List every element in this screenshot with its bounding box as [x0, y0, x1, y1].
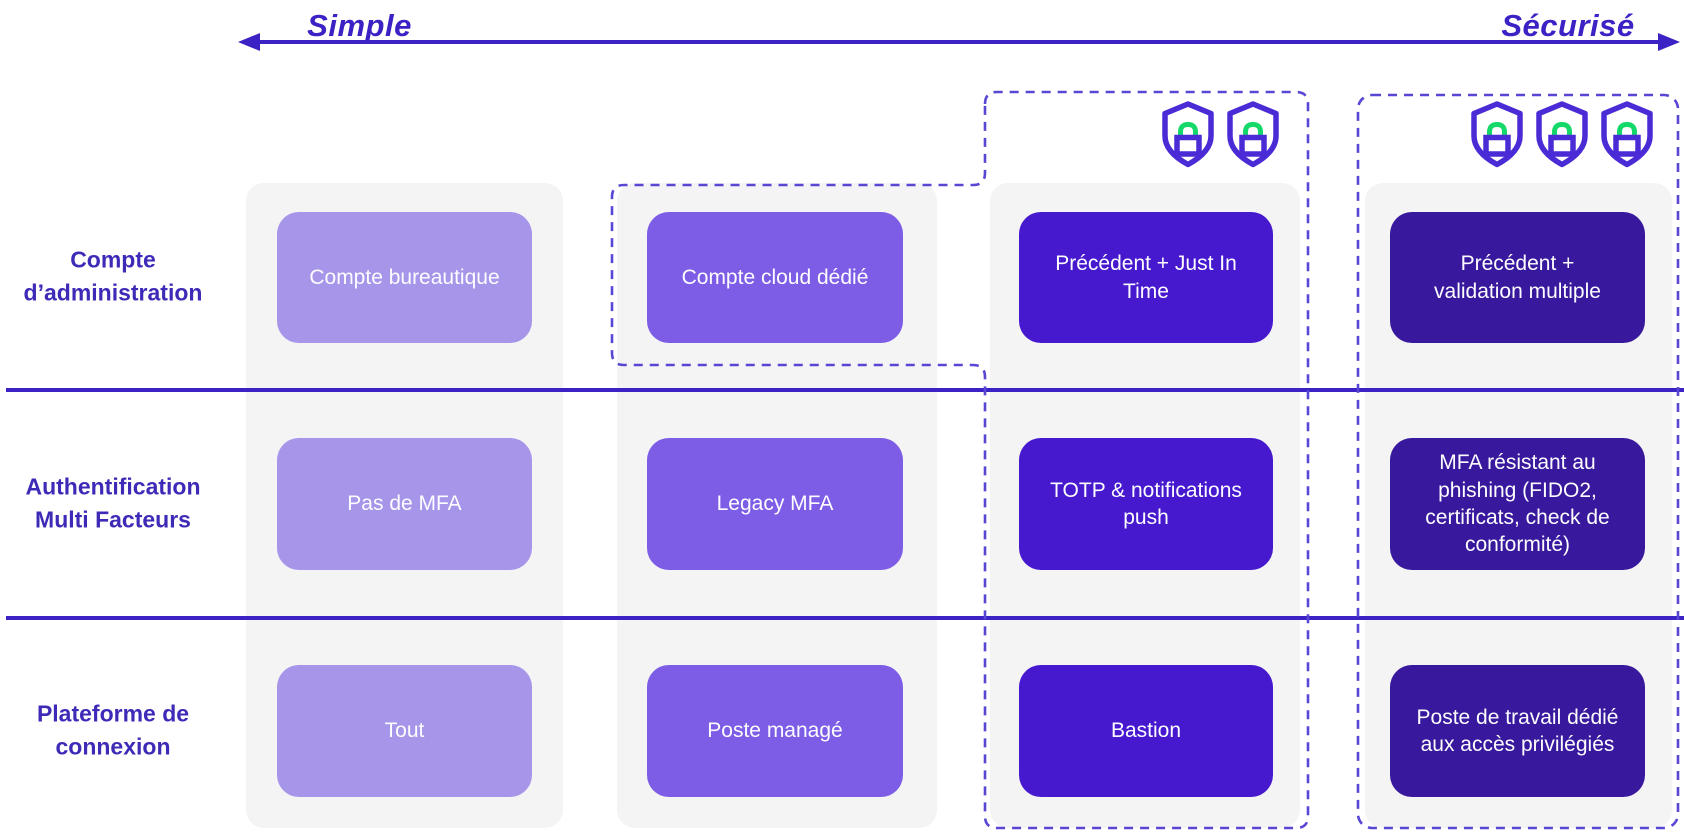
- cell-r2-c2: Legacy MFA: [647, 438, 903, 570]
- cell-r3-c3: Bastion: [1019, 665, 1273, 797]
- cell-r2-c1: Pas de MFA: [277, 438, 532, 570]
- cell-r2-c4: MFA résistant au phishing (FIDO2, certif…: [1390, 438, 1645, 570]
- cell-r1-c4: Précédent + validation multiple: [1390, 212, 1645, 343]
- arrow-left-head: [238, 33, 260, 51]
- shield-lock-icon: [1162, 101, 1214, 168]
- cell-r3-c1: Tout: [277, 665, 532, 797]
- shield-lock-icon: [1536, 101, 1588, 168]
- row-label-connection-platform: Plateforme de connexion: [36, 700, 190, 760]
- shield-lock-icon: [1601, 101, 1653, 168]
- security-badges-col3: [1161, 101, 1280, 168]
- axis-label-simple: Simple: [307, 8, 412, 43]
- axis-label-secure: Sécurisé: [1501, 8, 1635, 43]
- row-label-admin-account: Compte d’administration: [23, 246, 203, 306]
- cell-r1-c3: Précédent + Just In Time: [1019, 212, 1273, 343]
- security-badges-col4: [1470, 101, 1654, 168]
- shield-lock-icon: [1471, 101, 1523, 168]
- cell-r1-c1: Compte bureautique: [277, 212, 532, 343]
- cell-r3-c2: Poste managé: [647, 665, 903, 797]
- cell-r2-c3: TOTP & notifications push: [1019, 438, 1273, 570]
- shield-lock-icon: [1227, 101, 1279, 168]
- arrow-right-head: [1658, 33, 1680, 51]
- axis-arrow: [238, 33, 1680, 51]
- cell-r3-c4: Poste de travail dédié aux accès privilé…: [1390, 665, 1645, 797]
- row-label-mfa: Authentification Multi Facteurs: [25, 473, 201, 533]
- cell-r1-c2: Compte cloud dédié: [647, 212, 903, 343]
